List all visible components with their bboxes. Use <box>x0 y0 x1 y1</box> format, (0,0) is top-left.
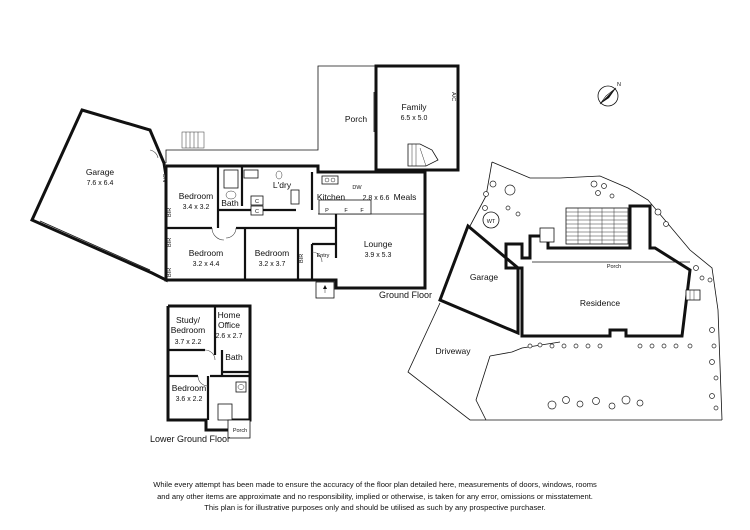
site-boundary <box>491 161 723 421</box>
site-stair <box>539 227 555 243</box>
north-label: N <box>617 82 621 88</box>
site-garage-outline <box>438 223 520 336</box>
bedroom2-bir2-label: BIR <box>167 268 173 277</box>
water-tank-label: WT <box>487 219 496 225</box>
garage-walls <box>30 108 168 283</box>
site-garage-label: Garage <box>470 272 499 282</box>
bedroom3-dims: 3.2 x 3.7 <box>259 261 286 268</box>
bedroom2-bir-label: BIR <box>167 238 173 247</box>
meals-label: Meals <box>394 192 417 202</box>
office-dims: 2.6 x 2.7 <box>216 333 243 340</box>
garage-door <box>39 220 151 271</box>
site-residence-outline <box>504 204 692 338</box>
bedroom1-label: Bedroom <box>179 191 214 201</box>
disclaimer-line-1: While every attempt has been made to ens… <box>153 480 597 489</box>
deck-grid <box>565 207 629 245</box>
disclaimer-line-2: and any other items are approximate and … <box>157 491 593 501</box>
closet-c1 <box>250 195 264 206</box>
dishwasher-label: DW <box>352 185 362 191</box>
lower-ground-floor-plan: Study/ Bedroom 3.7 x 2.2 Home Office 2.6… <box>150 304 252 444</box>
stove <box>321 175 339 185</box>
kitchen-label: Kitchen <box>317 192 346 202</box>
interior-walls <box>166 166 425 280</box>
lounge-dims: 3.9 x 5.3 <box>365 252 392 259</box>
family-label: Family <box>401 102 427 112</box>
office-label-line2: Office <box>218 320 240 330</box>
lower-porch-label: Porch <box>233 428 247 434</box>
site-residence-label: Residence <box>580 298 620 308</box>
entry-label: Entry <box>317 253 330 259</box>
laundry-tub <box>243 169 259 179</box>
kitchen-dims: 2.8 x 6.6 <box>363 195 390 202</box>
lower-vanity <box>235 381 247 393</box>
north-arrow: N <box>597 82 621 107</box>
lounge-label: Lounge <box>364 239 393 249</box>
lower-ground-floor-label: Lower Ground Floor <box>150 434 230 444</box>
bedroom3-bir-label: BIR <box>299 254 305 263</box>
site-plan: N <box>407 82 723 421</box>
house-outer-walls <box>164 164 427 290</box>
kitchen-bench <box>318 199 372 215</box>
bedroom3-label: Bedroom <box>255 248 290 258</box>
garage-label: Garage <box>86 167 115 177</box>
stair <box>407 143 439 167</box>
closet-c2-label: C <box>255 209 259 215</box>
closet-c1-label: C <box>255 199 259 205</box>
garden-shrubs <box>482 180 719 411</box>
study-label-line1: Study/ <box>176 315 201 325</box>
lower-porch <box>227 419 251 439</box>
lower-bath-label: Bath <box>225 352 243 362</box>
driveway-label: Driveway <box>436 346 472 356</box>
pantry-label: P <box>325 208 329 214</box>
family-dims: 6.5 x 5.0 <box>401 115 428 122</box>
lower-bedroom-dims: 3.6 x 2.2 <box>176 396 203 403</box>
study-label-line2: Bedroom <box>171 325 206 335</box>
bedroom1-dims: 3.4 x 3.2 <box>183 204 210 211</box>
family-walls <box>374 64 460 172</box>
laundry-door-step <box>290 189 300 205</box>
closet-c2 <box>250 205 264 216</box>
disclaimer-line-3: This plan is for illustrative purposes o… <box>204 503 546 513</box>
water-tank <box>482 211 500 229</box>
bedroom1-bir-label: BIR <box>167 208 173 217</box>
ground-floor-plan: Garage 7.6 x 6.4 Porch Family 6.5 x 5.0 … <box>30 64 460 300</box>
disclaimer: While every attempt has been made to ens… <box>0 479 750 514</box>
family-ac-label: A/C <box>450 92 456 101</box>
porch-outline <box>165 65 378 163</box>
fridge2-label: F <box>360 208 364 214</box>
lower-bedroom-label: Bedroom <box>172 383 207 393</box>
shower <box>223 169 239 189</box>
garage-door-swing <box>149 149 159 159</box>
office-label-line1: Home <box>218 310 241 320</box>
bedroom2-dims: 3.2 x 4.4 <box>193 261 220 268</box>
ground-floor-label: Ground Floor <box>379 290 432 300</box>
garage-dims: 7.6 x 6.4 <box>87 180 114 187</box>
laundry-label: L'dry <box>273 180 292 190</box>
site-porch-label: Porch <box>607 264 621 270</box>
fridge1-label: F <box>344 208 348 214</box>
study-dims: 3.7 x 2.2 <box>175 339 202 346</box>
driveway-edge <box>407 302 722 421</box>
lower-stair <box>217 403 233 421</box>
bedroom2-label: Bedroom <box>189 248 224 258</box>
bedroom1-ac-label: A/C <box>163 174 169 183</box>
site-steps <box>685 289 701 301</box>
garage-steps <box>181 131 205 149</box>
bath-label: Bath <box>221 198 239 208</box>
porch-label: Porch <box>345 114 367 124</box>
